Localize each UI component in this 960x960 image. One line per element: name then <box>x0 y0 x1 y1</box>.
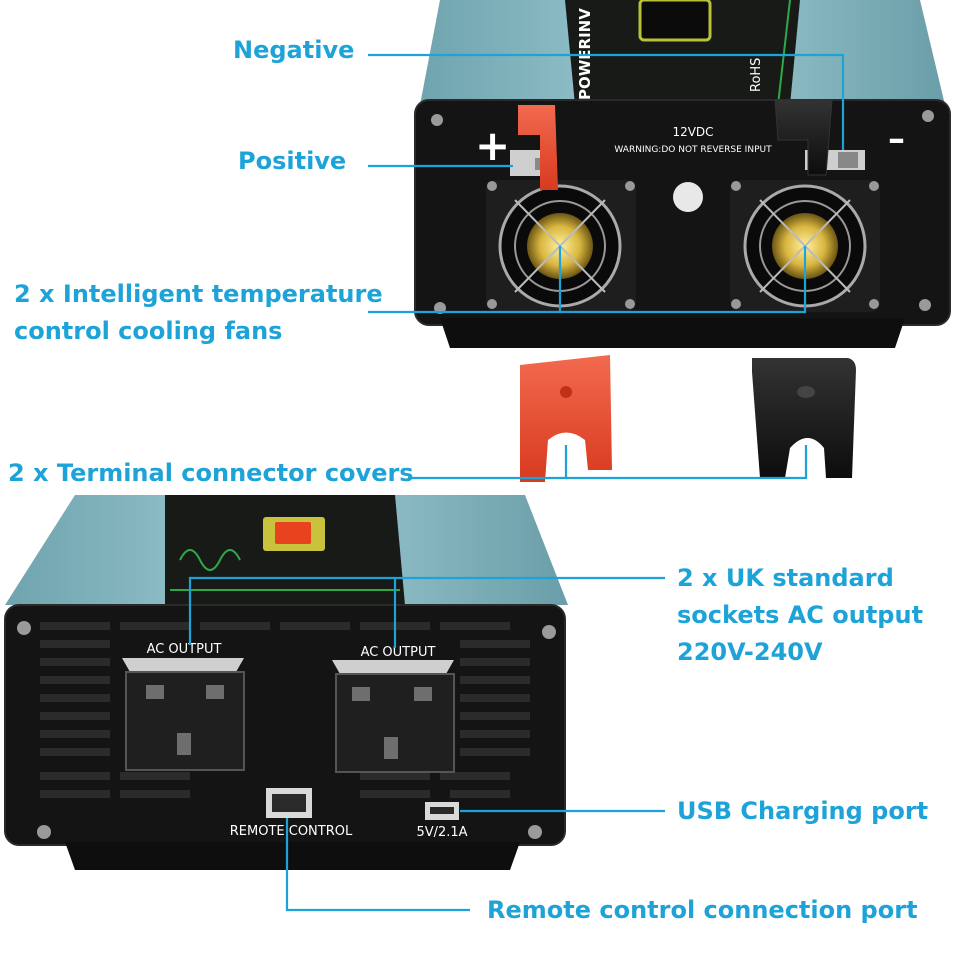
callout-remote: Remote control connection port <box>487 896 918 924</box>
uk-socket-right: AC OUTPUT <box>332 645 455 773</box>
socket-label-right: AC OUTPUT <box>361 645 436 660</box>
leader-cover-black <box>566 445 808 480</box>
callout-usb: USB Charging port <box>677 797 929 825</box>
vent-slots <box>40 622 530 798</box>
callout-sockets-line2: sockets AC output <box>677 601 924 629</box>
callout-fans-line2: control cooling fans <box>14 317 283 345</box>
callout-negative: Negative <box>233 36 355 64</box>
leader-socket-left <box>188 576 665 645</box>
positive-cap <box>518 105 558 190</box>
uk-socket-left: AC OUTPUT <box>122 642 245 771</box>
ac-end-inverter: AC OUTPUT AC OUTPUT REMOTE CONTROL 5V/ <box>4 495 568 870</box>
remote-control-port: REMOTE CONTROL <box>230 788 353 839</box>
screw <box>542 625 556 639</box>
terminal-cover-black <box>752 358 856 478</box>
display-window <box>638 0 712 42</box>
voltage-label: 12VDC <box>672 125 713 139</box>
screw <box>431 114 443 126</box>
brand-text: POWERINV <box>576 8 594 100</box>
dc-mount-foot <box>440 318 905 348</box>
remote-port-label: REMOTE CONTROL <box>230 824 353 839</box>
leader-fan-right <box>560 246 807 314</box>
top-label-band <box>565 0 800 105</box>
callout-positive: Positive <box>238 147 347 175</box>
negative-terminal <box>774 99 865 176</box>
rohs-mark: RoHS <box>749 58 764 92</box>
leader-negative <box>368 53 845 150</box>
leader-remote <box>285 818 470 912</box>
green-stripe <box>777 0 791 106</box>
terminal-cover-red <box>520 355 612 482</box>
plus-symbol: + <box>475 121 510 170</box>
callout-fans-line1: 2 x Intelligent temperature <box>14 280 383 308</box>
dc-end-inverter: POWERINV RoHS + – 12VDC WARNING:DO NOT R… <box>414 0 951 348</box>
socket-label-left: AC OUTPUT <box>147 642 222 657</box>
power-switch[interactable] <box>275 522 311 544</box>
warning-label: WARNING:DO NOT REVERSE INPUT <box>614 145 772 155</box>
screw <box>919 299 931 311</box>
minus-symbol: – <box>888 119 905 159</box>
callout-covers: 2 x Terminal connector covers <box>8 459 414 487</box>
ac-mount-foot <box>65 842 520 870</box>
screw <box>528 825 542 839</box>
screw <box>37 825 51 839</box>
leader-lines <box>188 53 845 912</box>
negative-cap <box>774 99 833 176</box>
usb-port: 5V/2.1A <box>416 802 468 840</box>
thermal-sticker <box>673 182 703 212</box>
screw <box>17 621 31 635</box>
usb-port-label: 5V/2.1A <box>416 825 467 840</box>
callout-sockets-line3: 220V-240V <box>677 638 823 666</box>
callout-sockets-line1: 2 x UK standard <box>677 564 894 592</box>
positive-terminal <box>510 105 558 190</box>
screw <box>922 110 934 122</box>
